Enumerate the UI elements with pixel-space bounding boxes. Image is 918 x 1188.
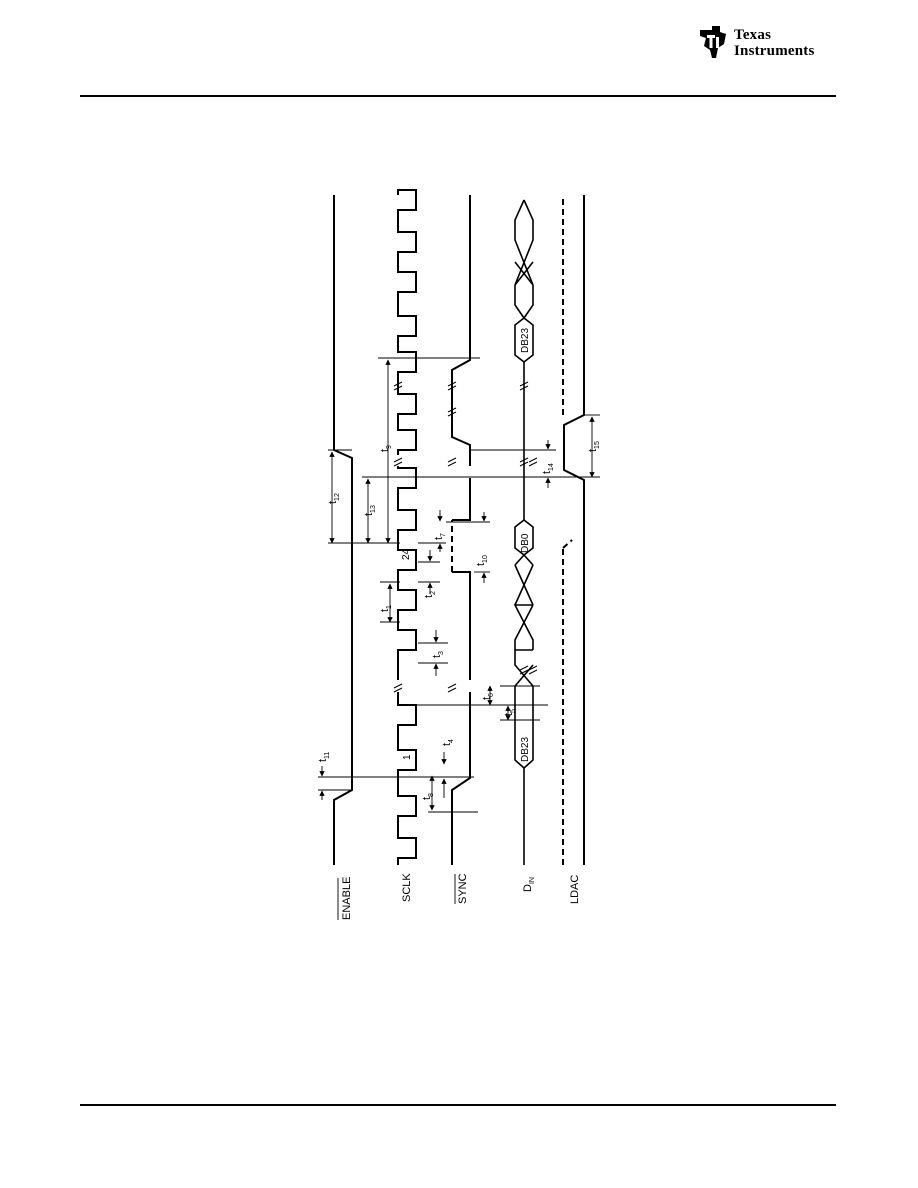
timing-label-t15: t15 (587, 441, 601, 452)
break-mark (519, 385, 529, 391)
break-mark (393, 457, 403, 463)
ti-logo: Texas Instruments (696, 24, 846, 68)
break-mark (528, 457, 538, 463)
break-mark (519, 457, 529, 463)
din-label-db23-next: DB23 (520, 328, 531, 353)
din-bus-middle (513, 554, 534, 650)
clock-label-last: 24 (401, 548, 412, 560)
break-mark (447, 683, 457, 689)
break-mark (519, 381, 529, 387)
logo-line-2: Instruments (734, 43, 815, 59)
sclk-waveform (397, 189, 417, 865)
break-mark (519, 669, 529, 675)
break-mark (519, 461, 529, 467)
sync-waveform (451, 692, 471, 865)
break-mark (447, 687, 457, 693)
logo-line-1: Texas (734, 27, 772, 43)
break-mark (528, 665, 538, 671)
signal-label-sclk: SCLK (401, 873, 413, 902)
timing-label-t5: t5 (503, 709, 517, 716)
timing-label-t11: t11 (317, 752, 331, 762)
din-label-db23-first: DB23 (520, 737, 531, 762)
signal-label-ldac: LDAC (569, 875, 581, 904)
break-mark (393, 687, 403, 693)
timing-label-t12: t12 (327, 493, 341, 504)
break-mark (393, 683, 403, 689)
break-mark (447, 385, 457, 391)
din-bus-upper (514, 199, 534, 319)
timing-label-t13: t13 (363, 505, 377, 516)
signal-label-enable: ENABLE (341, 877, 353, 920)
ldac-dashed-edge (562, 539, 573, 549)
clock-label-first: 1 (402, 754, 413, 760)
break-mark (393, 461, 403, 467)
break-mark (393, 385, 403, 391)
ldac-waveform (563, 195, 585, 865)
footer-rule (80, 1104, 836, 1106)
break-mark (447, 381, 457, 387)
sync-waveform-mid (452, 571, 471, 680)
timing-label-t8: t8 (421, 793, 435, 800)
din-bus-lower (514, 649, 534, 769)
din-label-db0: DB0 (520, 533, 531, 553)
timing-label-t9: t9 (379, 445, 393, 452)
timing-label-t3: t3 (431, 651, 445, 658)
break-mark (528, 461, 538, 467)
break-mark (528, 669, 538, 675)
enable-waveform (333, 195, 353, 865)
header-rule (80, 95, 836, 97)
break-mark (447, 461, 457, 467)
break-mark (393, 381, 403, 387)
timing-label-t4: t4 (441, 739, 455, 746)
break-mark (519, 665, 529, 671)
sync-waveform-pulse (451, 195, 471, 466)
timing-label-t6: t6 (481, 693, 495, 700)
timing-label-t10: t10 (475, 555, 489, 566)
timing-label-t2: t2 (423, 591, 437, 598)
signal-label-sync: SYNC (457, 873, 469, 904)
timing-label-t1: t1 (379, 605, 393, 612)
sync-waveform-upper (452, 478, 471, 521)
signal-label-din: DIN (522, 877, 536, 892)
ti-logo-icon (700, 26, 726, 58)
break-mark (447, 457, 457, 463)
break-mark (447, 407, 457, 413)
timing-label-t7: t7 (433, 533, 447, 540)
break-mark (447, 411, 457, 417)
timing-label-t14: t14 (541, 463, 555, 474)
